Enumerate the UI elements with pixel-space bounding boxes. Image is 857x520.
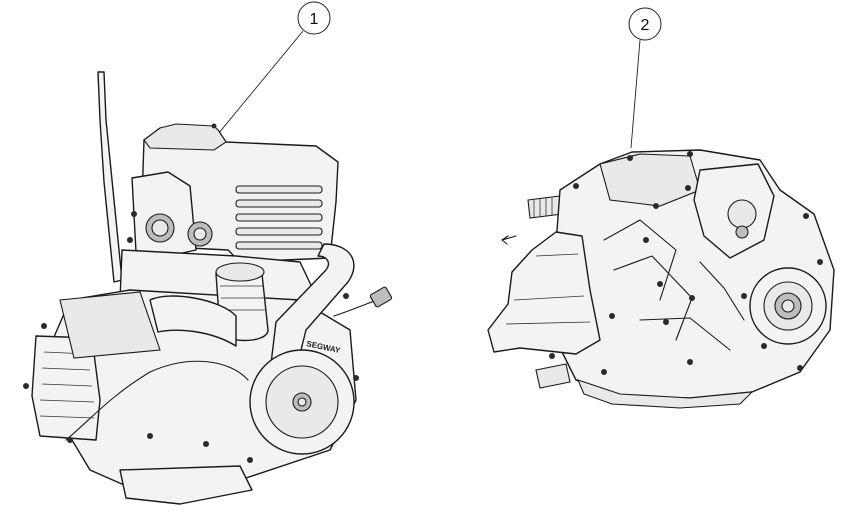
engine-assembly: SEGWAY [23, 71, 393, 505]
lower-output-shaft [535, 363, 571, 389]
oil-pan [119, 465, 253, 505]
callout-2-number: 2 [641, 17, 650, 34]
callout-1-number: 1 [310, 11, 319, 28]
engine-bolts [23, 123, 359, 463]
housing-skirt [577, 379, 754, 409]
sensor-connector [369, 286, 393, 308]
intake-hose [149, 295, 237, 347]
callout-1-circle [297, 1, 331, 35]
gearbox-bolts [549, 151, 823, 375]
transmission-assembly [487, 149, 835, 409]
valve-cover-top [143, 123, 227, 151]
callout-2-leader [630, 39, 641, 149]
dipstick-tube [97, 71, 123, 283]
callout-2: 2 [628, 7, 662, 149]
mount-bracket [487, 231, 601, 355]
cover-fins [235, 185, 323, 250]
callout-2-circle [628, 7, 662, 41]
input-shaft [527, 195, 563, 219]
direction-arrow [501, 235, 517, 245]
bypass-hose [65, 360, 249, 441]
rocker-rail [59, 291, 161, 359]
